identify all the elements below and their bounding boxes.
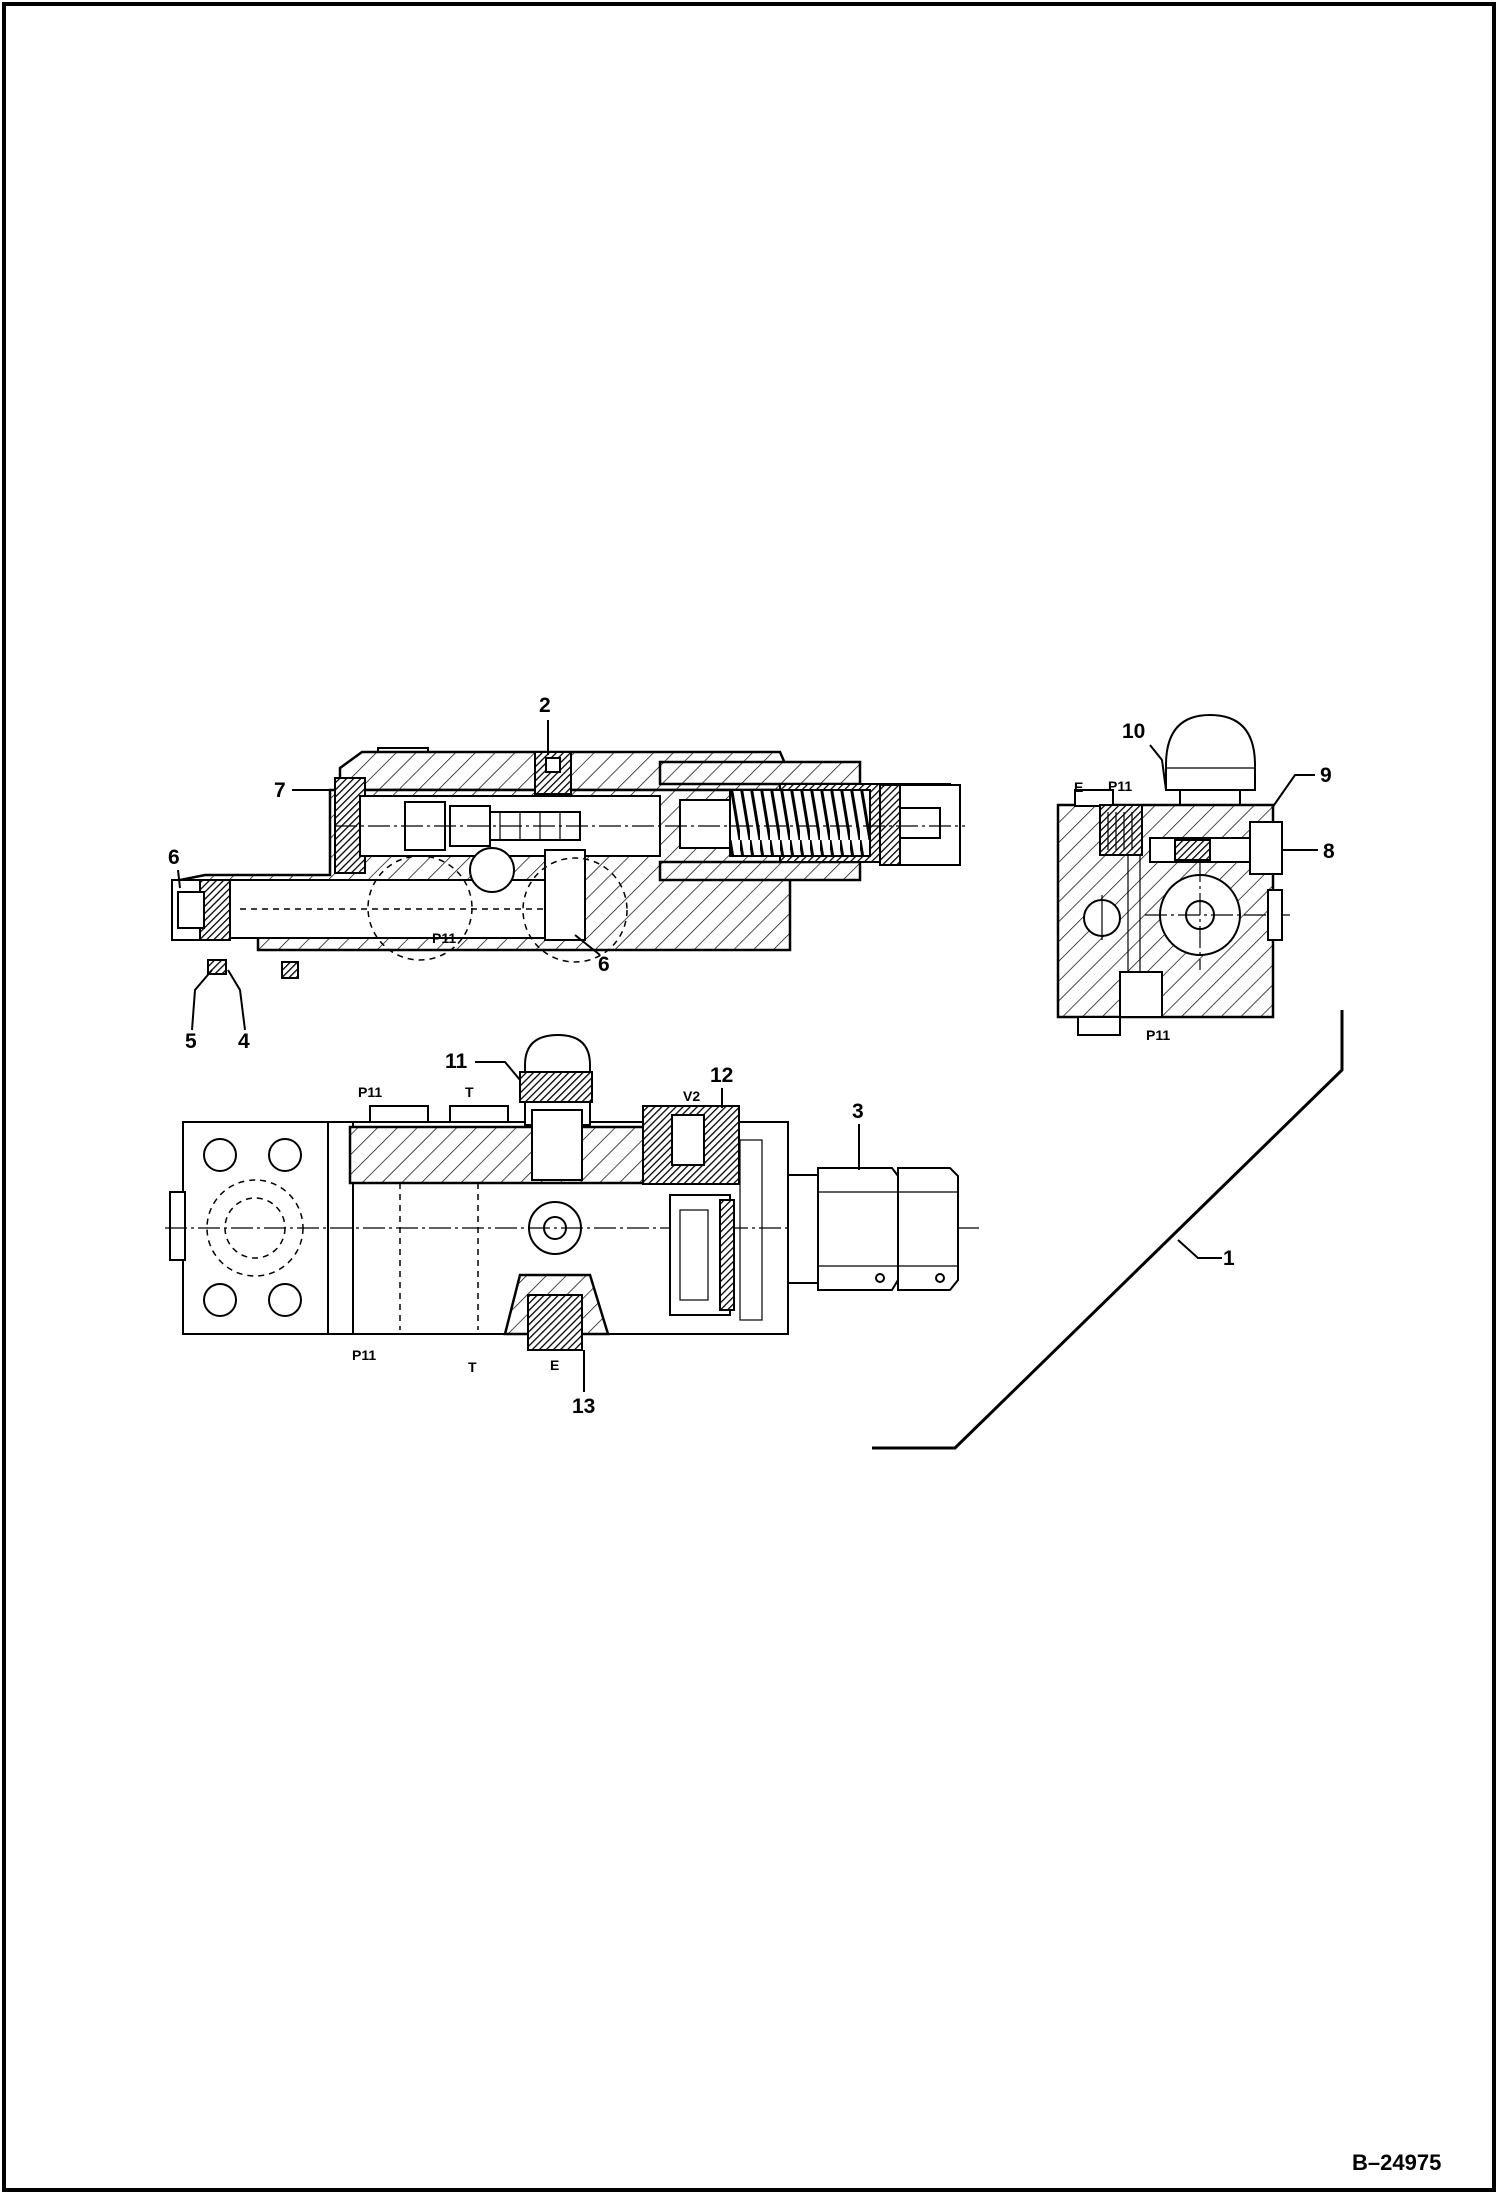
callout-8: 8 — [1323, 840, 1335, 863]
section-view-top: P11 2 7 6 6 5 4 — [168, 694, 965, 1053]
callout-10: 10 — [1122, 720, 1145, 743]
port-label-p11-lower-top: P11 — [358, 1084, 382, 1100]
port-label-v2-lower: V2 — [683, 1088, 700, 1104]
port-label-e-end-view: E — [1074, 779, 1083, 795]
port-label-t-lower-top: T — [465, 1084, 474, 1100]
callout-6-left: 6 — [168, 846, 180, 869]
port-label-p11-lower-bottom: P11 — [352, 1347, 376, 1363]
port-label-t-lower-bottom: T — [468, 1359, 477, 1375]
callout-3: 3 — [852, 1100, 864, 1123]
callout-2: 2 — [539, 694, 551, 717]
end-view-right: E P11 P11 10 9 8 — [1056, 713, 1335, 1043]
callout-1: 1 — [1223, 1247, 1235, 1270]
callout-12: 12 — [710, 1064, 733, 1087]
callout-4: 4 — [238, 1030, 250, 1053]
port-label-p11-top-section: P11 — [432, 930, 456, 946]
port-label-p11-end-view-bottom: P11 — [1146, 1027, 1170, 1043]
callout-6-center: 6 — [598, 953, 610, 976]
callout-13: 13 — [572, 1395, 595, 1418]
elevation-view-bottom: P11 T V2 P11 T E 11 12 3 13 — [165, 1033, 980, 1418]
callout-5: 5 — [185, 1030, 197, 1053]
assembly-leader: 1 — [872, 1010, 1344, 1450]
port-label-p11-end-view-top: P11 — [1108, 778, 1132, 794]
port-label-e-lower-bottom: E — [550, 1357, 559, 1373]
document-number: B–24975 — [1352, 2150, 1441, 2175]
callout-9: 9 — [1320, 764, 1332, 787]
callout-7: 7 — [274, 779, 286, 802]
callout-11: 11 — [445, 1050, 468, 1073]
